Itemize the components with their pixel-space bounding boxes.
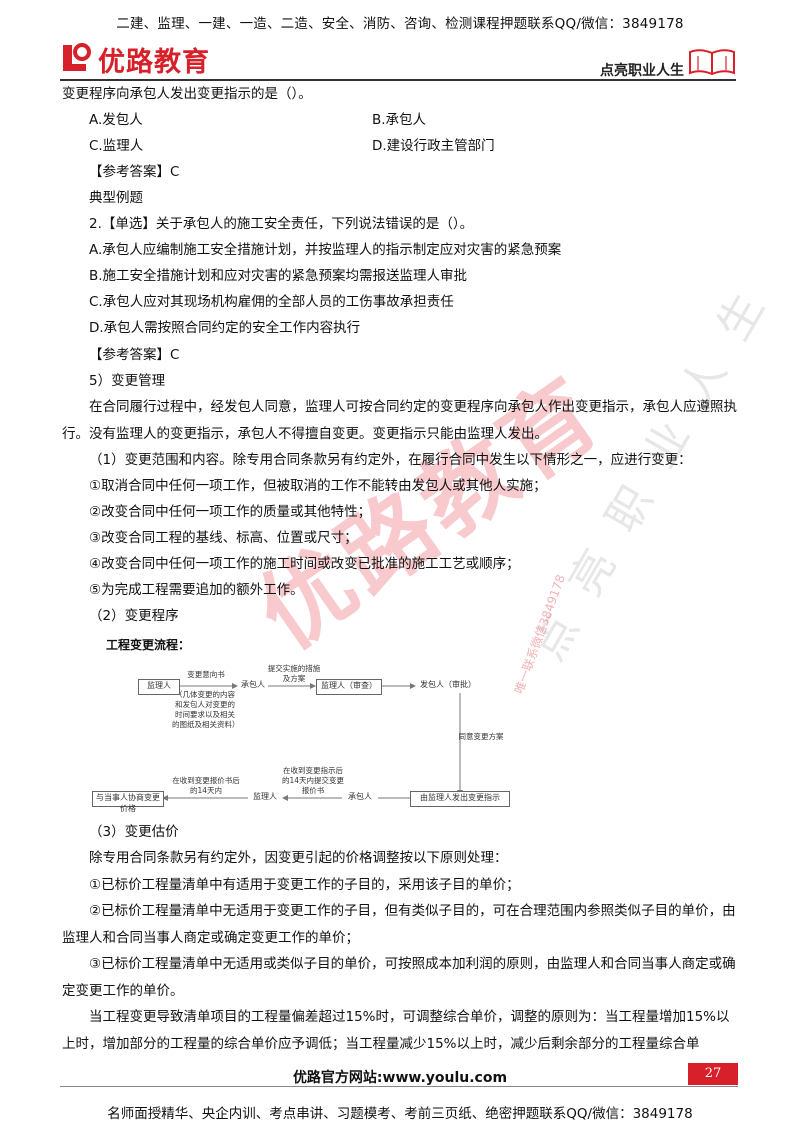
bottom-banner: 名师面授精华、央企内训、考点串讲、习题模考、考前三页纸、绝密押题联系QQ/微信：…	[107, 1106, 693, 1122]
brand-name: 优路教育	[98, 47, 210, 78]
logo-icon	[63, 43, 91, 71]
flow-label-change-notice: 变更意向书	[187, 670, 225, 679]
scope-item-2: ②改变合同中任何一项工作的质量或其他特性；	[89, 504, 372, 520]
scope-item-4: ④改变合同中任何一项工作的施工时间或改变已批准的施工工艺或顺序；	[89, 556, 520, 572]
q1-option-d: D.建设行政主管部门	[372, 138, 495, 154]
question-stem-tail: 变更程序向承包人发出变更指示的是（）。	[62, 86, 312, 102]
q2-option-a: A.承包人应编制施工安全措施计划，并按监理人的指示制定应对灾害的紧急预案	[89, 242, 562, 258]
valuation-item-2: ②已标价工程量清单中无适用于变更工作的子目，但有类似子目的，可在合理范围内参照类…	[62, 903, 736, 946]
flow-node-supervisor-bottom: 监理人	[248, 791, 282, 805]
example-heading: 典型例题	[89, 190, 143, 206]
top-banner: 二建、监理、一建、一造、二造、安全、消防、咨询、检测课程押题联系QQ/微信：38…	[116, 16, 684, 32]
flow-node-supervisor-review: 监理人（审查）	[316, 679, 382, 695]
q2-option-d: D.承包人需按照合同约定的安全工作内容执行	[89, 320, 361, 336]
flow-node-contractor: 承包人	[238, 679, 268, 693]
q2-option-c: C.承包人应对其现场机构雇佣的全部人员的工伤事故承担责任	[89, 294, 454, 310]
valuation-item-3: ③已标价工程量清单中无适用或类似子目的单价，可按照成本加利润的原则，由监理人和合…	[62, 956, 736, 999]
flow-node-issue-instruction: 由监理人发出变更指示	[410, 791, 510, 807]
header-divider	[60, 79, 736, 81]
footer-divider	[60, 1086, 738, 1087]
procedure-title: （2）变更程序	[89, 608, 179, 624]
valuation-title: （3）变更估价	[89, 824, 179, 840]
q2-answer: 【参考答案】C	[89, 347, 180, 363]
section-5-paragraph: 在合同履行过程中，经发包人同意，监理人可按合同约定的变更程序向承包人作出变更指示…	[62, 399, 737, 442]
flow-node-employer-approve: 发包人（审批）	[416, 679, 480, 693]
flow-label-submit-plan: 提交实施的措施及方案	[267, 664, 321, 683]
flow-note-notice-contents: （几体变更的内容和发包人对变更的时间要求以及相关的图纸及相关资料）	[172, 690, 240, 729]
section-5-title: 5）变更管理	[89, 373, 166, 389]
book-icon	[689, 49, 735, 76]
q1-option-c: C.监理人	[89, 138, 144, 154]
q1-answer: 【参考答案】C	[89, 164, 180, 180]
flow-node-negotiate: 与当事人协商变更价格	[92, 791, 164, 813]
scope-title: （1）变更范围和内容。除专用合同条款另有约定外，在履行合同中发生以下情形之一，应…	[89, 452, 692, 468]
flow-label-submit-quote: 在收到变更指示后的14天内提交变更报价书	[281, 766, 345, 795]
scope-item-3: ③改变合同工程的基线、标高、位置或尺寸；	[89, 530, 358, 546]
scope-item-5: ⑤为完成工程需要追加的额外工作。	[89, 582, 304, 598]
slogan: 点亮职业人生	[600, 63, 684, 79]
scope-item-1: ①取消合同中任何一项工作，但被取消的工作不能转由发包人或其他人实施；	[89, 478, 547, 494]
quantity-deviation-paragraph: 当工程变更导致清单项目的工程量偏差超过15%时，可调整综合单价，调整的原则为：当…	[62, 1009, 730, 1052]
flowchart-title: 工程变更流程：	[106, 638, 191, 652]
q2-option-b: B.施工安全措施计划和应对灾害的紧急预案均需报送监理人审批	[89, 268, 468, 284]
flow-node-contractor-bottom: 承包人	[342, 791, 378, 805]
q1-option-a: A.发包人	[89, 112, 143, 128]
valuation-item-1: ①已标价工程量清单中有适用于变更工作的子目的，采用该子目的单价；	[89, 877, 520, 893]
valuation-intro: 除专用合同条款另有约定外，因变更引起的价格调整按以下原则处理：	[89, 850, 508, 866]
flow-label-determine-price: 在收到变更报价书后的14天内	[172, 776, 240, 795]
footer-website: 优路官方网站:www.youlu.com	[292, 1070, 508, 1086]
flow-label-agree-scheme: 同意变更方案	[458, 732, 504, 741]
q2-stem: 2.【单选】关于承包人的施工安全责任，下列说法错误的是（）。	[89, 216, 474, 232]
page-number: 27	[688, 1063, 738, 1085]
q1-option-b: B.承包人	[372, 112, 427, 128]
flow-node-supervisor: 监理人	[138, 679, 180, 695]
